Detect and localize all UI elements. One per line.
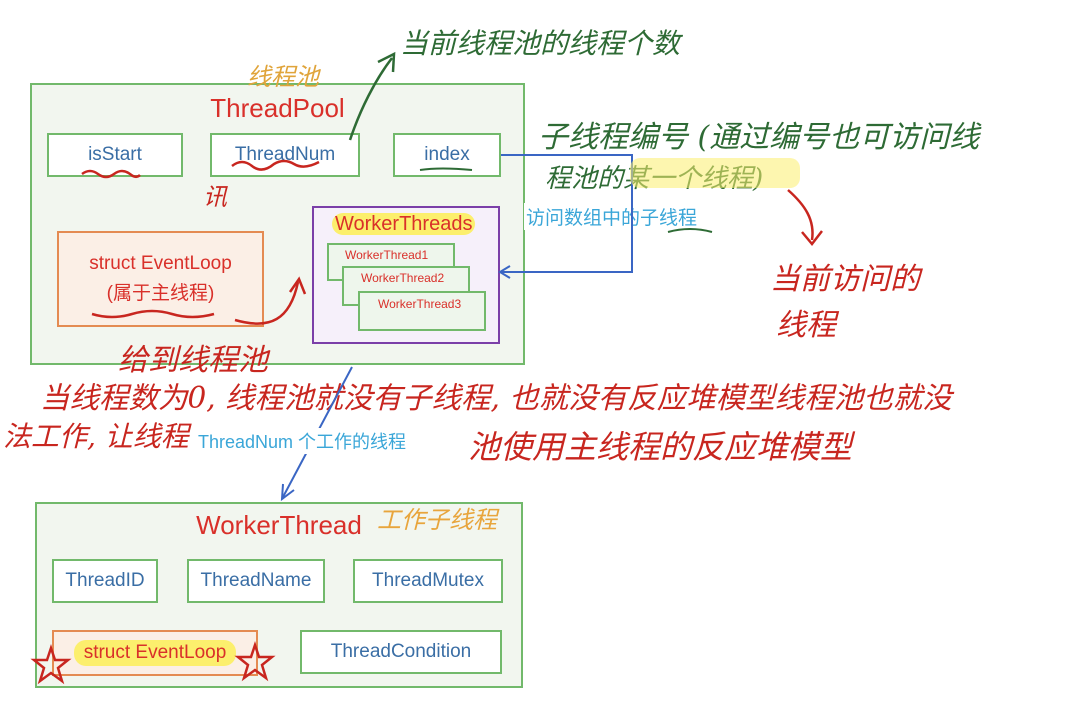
index-field: index [393,133,501,177]
index-to-workers-arrow [501,154,633,273]
thread-mutex-field: ThreadMutex [353,559,503,603]
worker-threads-title: WorkerThreads [332,213,476,236]
index-underline [419,167,473,171]
event-loop-to-workers-arrowhead [288,276,307,295]
event-loop-to-workers-arrow [234,281,300,325]
thread-num-underline [231,159,320,171]
current-thread-arrowhead [801,230,823,246]
worker-threads-title-text: WorkerThreads [332,213,476,235]
belongs-note: 给到线程池 [118,343,268,378]
thread-id-field: ThreadID [52,559,158,603]
worker-thread-item-label: WorkerThread3 [378,297,462,311]
event-loop-underline [91,309,215,319]
zero-thread-note-line2-start: 法工作, 让线程 [3,420,189,453]
thread-num-mark: 讯 [203,183,227,211]
pool-to-worker-arrowhead [280,483,295,502]
pool-to-worker-label: ThreadNum 个工作的线程 [196,428,409,454]
worker-thread-title: WorkerThread [196,510,362,540]
worker-thread-item-label: WorkerThread1 [345,248,429,262]
worker-orange-note: 工作子线程 [377,506,497,534]
pool-event-loop-owner: (属于主线程) [106,283,215,304]
is-start-underline [81,169,141,179]
thread-num-field: ThreadNum [210,133,360,177]
thread-count-arrow [348,57,393,141]
zero-thread-note-line2-end: 池使用主线程的反应堆模型 [468,428,853,466]
worker-event-loop-label: struct EventLoop [73,640,237,666]
worker-thread-item-label: WorkerThread2 [361,271,445,285]
is-start-field: isStart [47,133,183,177]
thread-count-arrowhead [377,51,396,73]
thread-condition-field: ThreadCondition [300,630,502,674]
current-thread-note-line2: 线程 [776,308,836,343]
worker-thread-item: WorkerThread3 [358,291,486,331]
thread-pool-title: ThreadPool [210,93,345,123]
zero-thread-note-line1: 当线程数为0, 线程池就没有子线程, 也就没有反应堆模型线程池也就没 [40,381,952,415]
pool-event-loop-label: struct EventLoop [89,253,232,274]
thread-pool-orange-note: 线程池 [247,63,319,91]
star-icon [30,644,72,685]
index-note-line1: 子线程编号 (通过编号也可访问线 [538,120,980,155]
index-note-highlight [630,158,800,188]
current-thread-note-line1: 当前访问的 [770,262,920,297]
thread-name-field: ThreadName [187,559,325,603]
star-icon [234,641,276,682]
thread-count-note: 当前线程池的线程个数 [400,27,681,60]
index-to-workers-arrowhead [498,265,511,279]
index-to-workers-label: 访问数组中的子线程 [524,203,700,230]
current-thread-arrow [787,189,814,241]
array-label-underline [667,228,713,233]
